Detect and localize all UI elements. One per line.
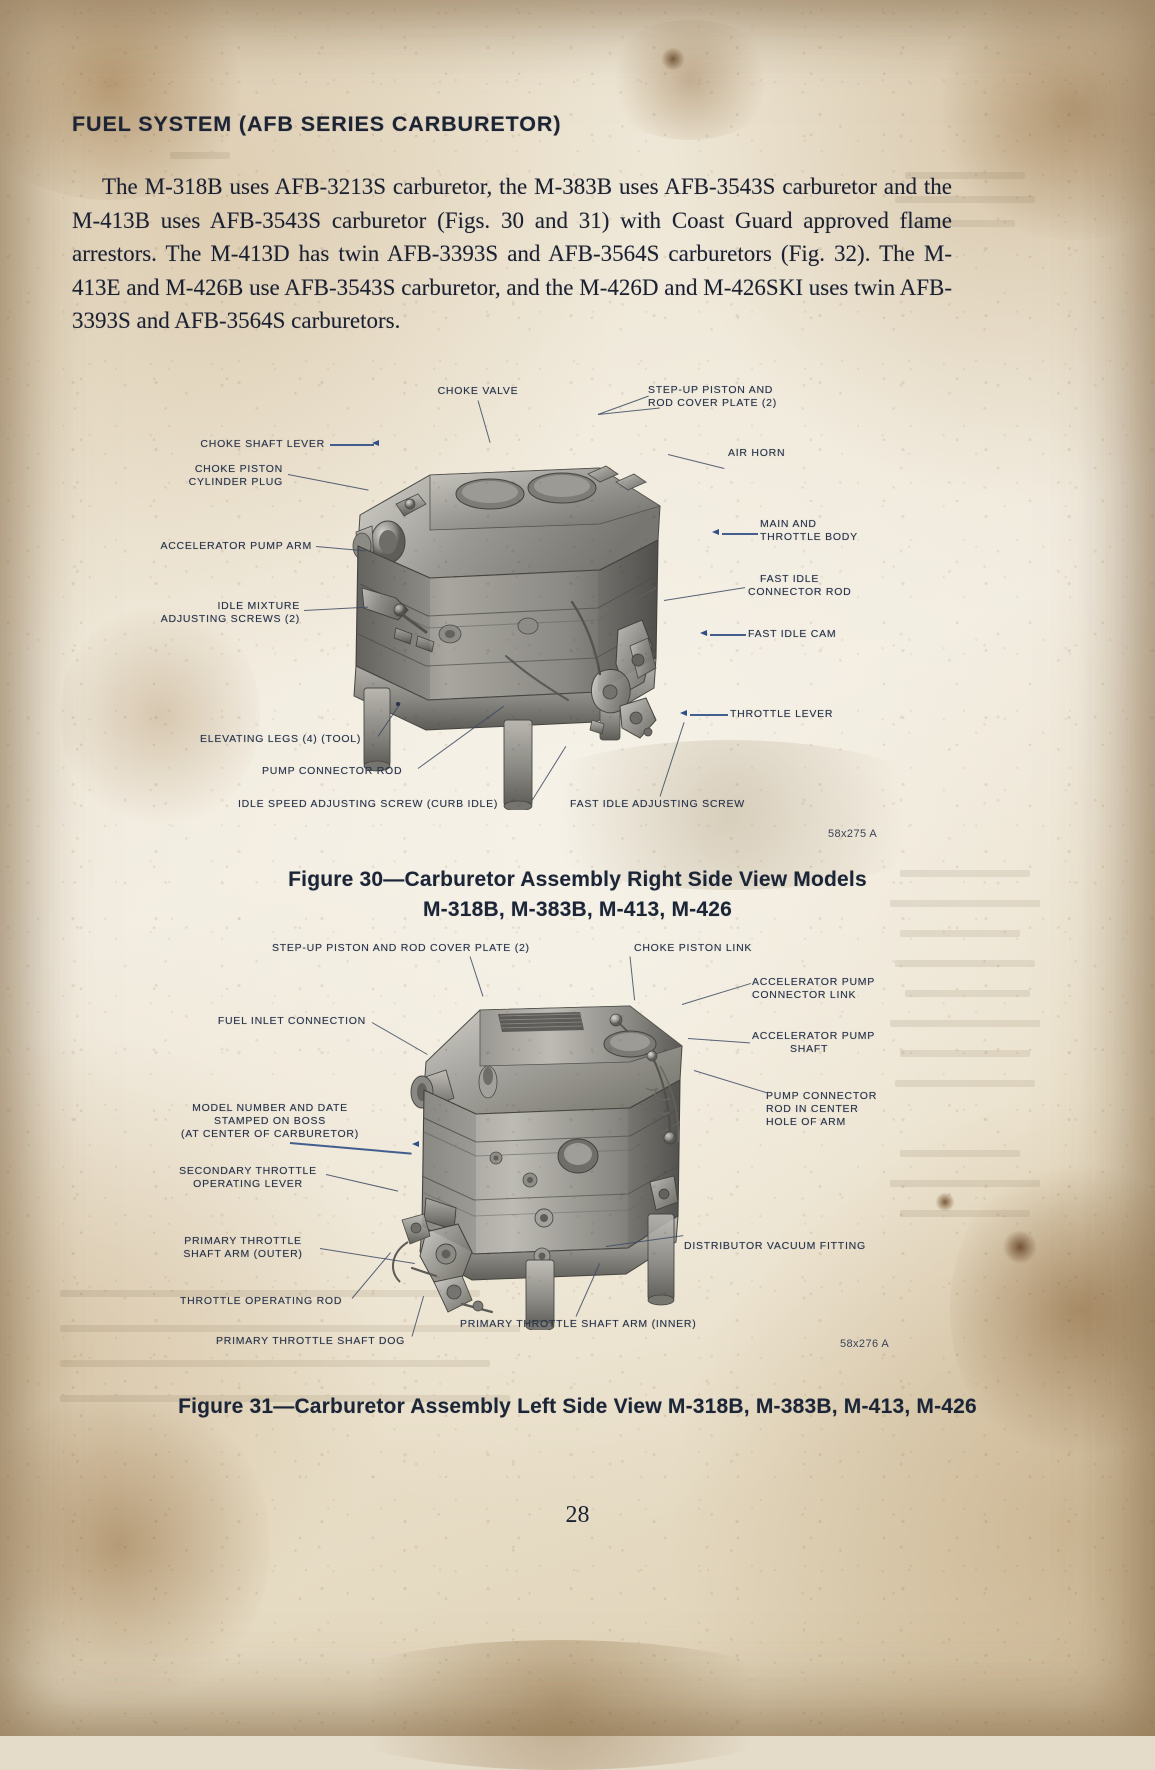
callout-accel-pump-connector-line2: CONNECTOR LINK <box>752 989 857 1001</box>
callout-pump-connector-rod-line2: ROD IN CENTER <box>766 1103 859 1115</box>
callout-idle-speed-screw: IDLE SPEED ADJUSTING SCREW (CURB IDLE) <box>238 798 499 810</box>
leader-line <box>690 714 728 716</box>
leader-line <box>710 634 746 636</box>
callout-accel-pump-shaft-line1: ACCELERATOR PUMP <box>752 1030 876 1042</box>
callout-step-up-piston-cover-plate: STEP-UP PISTON AND ROD COVER PLATE (2) <box>272 942 530 954</box>
callout-fast-idle-connector-line1: FAST IDLE <box>760 573 820 585</box>
callout-choke-piston-link: CHOKE PISTON LINK <box>634 942 753 954</box>
callout-throttle-operating-rod: THROTTLE OPERATING ROD <box>180 1295 343 1307</box>
callout-primary-shaft-dog: PRIMARY THROTTLE SHAFT DOG <box>216 1335 406 1347</box>
callout-step-up-piston-line2: ROD COVER PLATE (2) <box>648 397 777 409</box>
page-number: 28 <box>565 1502 590 1528</box>
callout-model-number-line2: STAMPED ON BOSS <box>214 1115 326 1127</box>
callout-fast-idle-connector-line2: CONNECTOR ROD <box>748 586 852 598</box>
callout-choke-shaft-lever: CHOKE SHAFT LEVER <box>200 438 325 450</box>
carburetor-left-side-illustration <box>392 1005 683 1330</box>
leader-arrow <box>712 529 719 535</box>
figure-31-caption: Figure 31—Carburetor Assembly Left Side … <box>178 1395 977 1418</box>
callout-primary-throttle-outer-line1: PRIMARY THROTTLE <box>184 1235 302 1247</box>
callout-idle-mixture-line1: IDLE MIXTURE <box>217 600 300 612</box>
leader-dot <box>396 702 400 706</box>
leader-line <box>330 444 374 446</box>
callout-primary-throttle-outer-line2: SHAFT ARM (OUTER) <box>183 1248 303 1260</box>
page-title: FUEL SYSTEM (AFB SERIES CARBURETOR) <box>72 112 562 136</box>
figure-30-caption-line1: Figure 30—Carburetor Assembly Right Side… <box>288 868 867 891</box>
callout-air-horn: AIR HORN <box>728 447 786 459</box>
figure-31: STEP-UP PISTON AND ROD COVER PLATE (2) C… <box>0 930 1155 1470</box>
intro-paragraph: The M-318B uses AFB-3213S carburetor, th… <box>72 174 952 333</box>
callout-elevating-legs: ELEVATING LEGS (4) (TOOL) <box>200 733 362 745</box>
callout-pump-connector-rod-line3: HOLE OF ARM <box>766 1116 847 1128</box>
callout-accel-pump-shaft-line2: SHAFT <box>790 1043 829 1055</box>
callout-secondary-throttle-line2: OPERATING LEVER <box>193 1178 303 1190</box>
callout-choke-piston-line1: CHOKE PISTON <box>194 463 283 475</box>
callout-fast-idle-screw: FAST IDLE ADJUSTING SCREW <box>570 798 745 810</box>
callout-primary-shaft-arm-inner: PRIMARY THROTTLE SHAFT ARM (INNER) <box>460 1318 697 1330</box>
callout-idle-mixture-line2: ADJUSTING SCREWS (2) <box>160 613 300 625</box>
figure-30-caption-line2: M-318B, M-383B, M-413, M-426 <box>422 898 733 921</box>
callout-distributor-vacuum-fitting: DISTRIBUTOR VACUUM FITTING <box>684 1240 866 1252</box>
leader-arrow <box>372 440 379 446</box>
callout-model-number-line3: (AT CENTER OF CARBURETOR) <box>180 1128 359 1140</box>
callout-model-number-line1: MODEL NUMBER AND DATE <box>192 1102 348 1114</box>
figure-30: CHOKE VALVE STEP-UP PISTON AND ROD COVER… <box>0 370 1155 930</box>
callout-fuel-inlet-connection: FUEL INLET CONNECTION <box>217 1015 366 1027</box>
leader-arrow <box>680 710 687 716</box>
callout-main-throttle-body-line2: THROTTLE BODY <box>760 531 858 543</box>
plate-code-figure-31: 58x276 A <box>840 1338 890 1350</box>
callout-pump-connector-rod-line1: PUMP CONNECTOR <box>766 1090 878 1102</box>
callout-accelerator-pump-arm: ACCELERATOR PUMP ARM <box>160 540 312 552</box>
callout-choke-valve: CHOKE VALVE <box>437 385 519 397</box>
carburetor-right-side-illustration <box>352 465 661 810</box>
callout-main-throttle-body-line1: MAIN AND <box>760 518 817 530</box>
callout-step-up-piston-line1: STEP-UP PISTON AND <box>648 384 774 396</box>
callout-fast-idle-cam: FAST IDLE CAM <box>748 628 837 640</box>
plate-code-figure-30: 58x275 A <box>828 828 878 840</box>
callout-pump-connector-rod: PUMP CONNECTOR ROD <box>262 765 403 777</box>
callout-accel-pump-connector-line1: ACCELERATOR PUMP <box>752 976 876 988</box>
callout-choke-piston-line2: CYLINDER PLUG <box>188 476 283 488</box>
leader-arrow <box>412 1141 419 1147</box>
leader-arrow <box>700 630 707 636</box>
callout-throttle-lever: THROTTLE LEVER <box>730 708 834 720</box>
leader-line <box>722 533 758 535</box>
callout-secondary-throttle-line1: SECONDARY THROTTLE <box>179 1165 317 1177</box>
